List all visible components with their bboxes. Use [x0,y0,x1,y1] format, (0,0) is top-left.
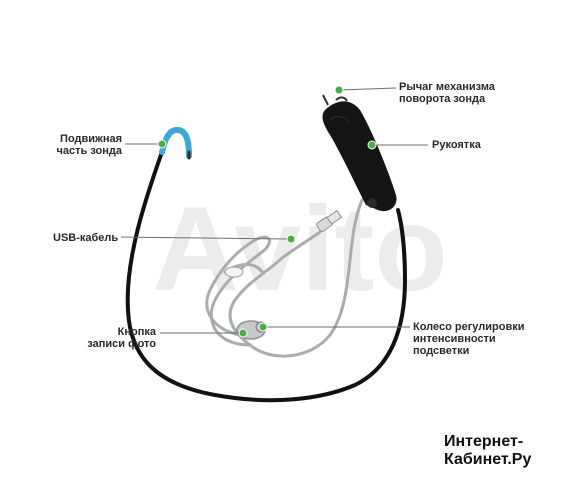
marker-wheel [258,322,268,332]
label-lever: Рычаг механизма поворота зонда [399,81,495,105]
probe-cable [125,150,408,403]
handle-body [322,101,397,212]
grey-cable [205,198,364,358]
marker-probe-flex [157,139,167,149]
label-photo-button: Кнопка записи фото [87,326,156,350]
markers [157,85,377,338]
leader-lines [120,87,428,334]
marker-lever [334,85,344,95]
usb-plug [316,209,343,233]
lever [322,94,348,106]
cable-tie [224,266,244,278]
label-wheel: Колесо регулировки интенсивности подсвет… [413,321,525,357]
marker-photo-button [238,328,248,338]
label-probe-flex: Подвижная часть зонда [56,133,122,157]
watermark: Avito [152,182,448,316]
brand-mark: Интернет- Кабинет.Ру [444,433,532,468]
marker-usb [286,234,296,244]
marker-handle [367,140,377,150]
label-handle: Рукоятка [432,139,481,151]
label-usb-cable: USB-кабель [53,232,119,244]
